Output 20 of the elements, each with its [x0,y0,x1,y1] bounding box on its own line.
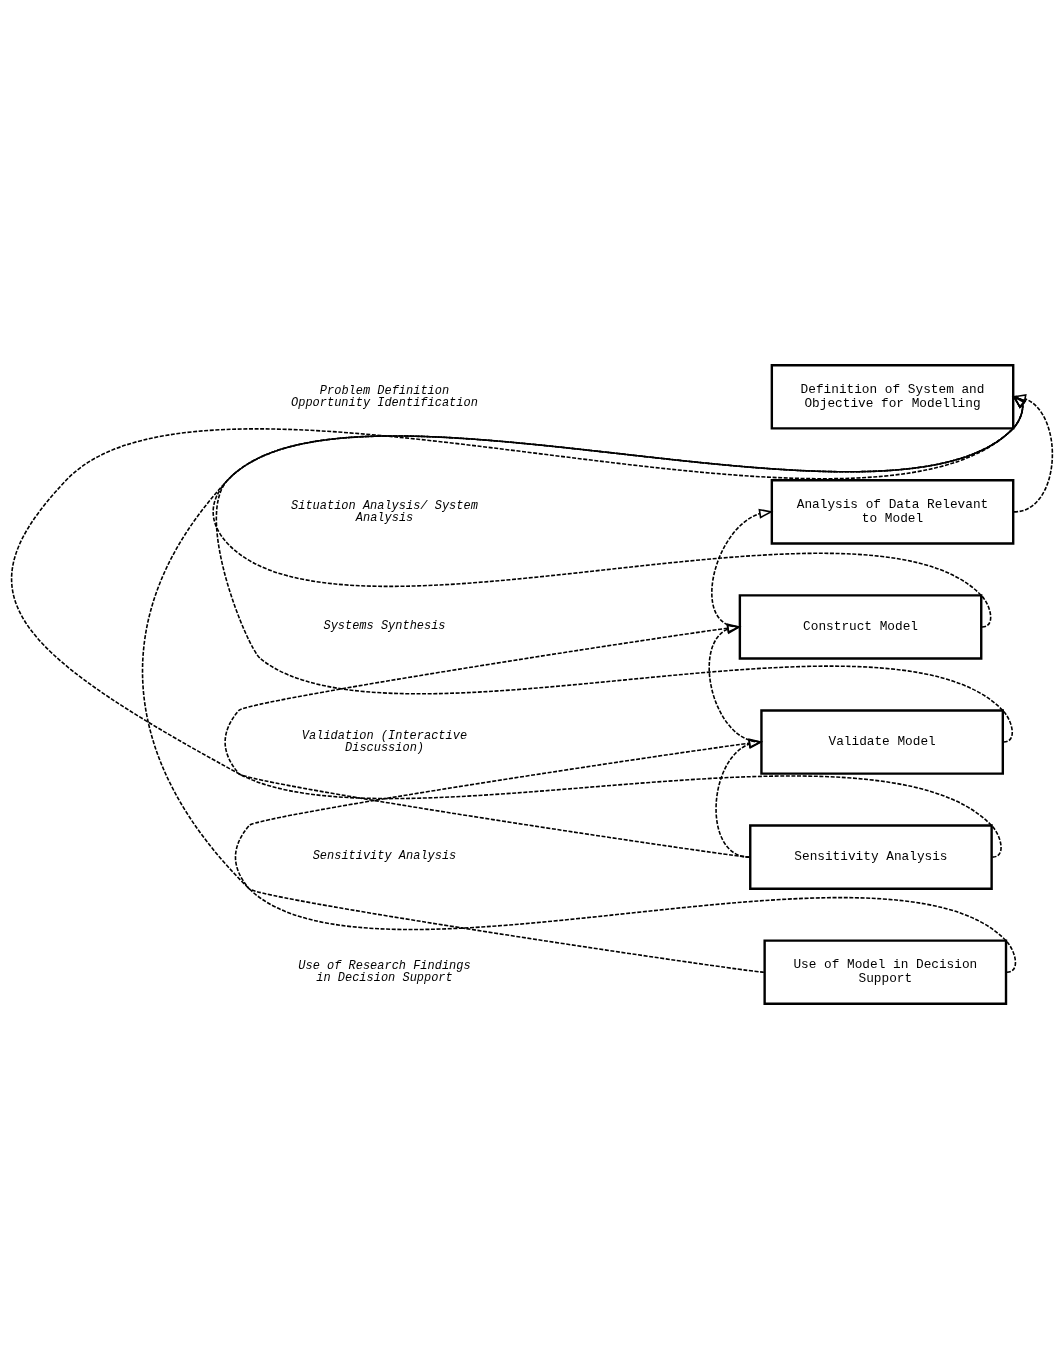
label: Validation (Interactive Discussion) [301,728,468,755]
arrow [142,395,1027,974]
arrow [10,395,1027,858]
arrow [711,508,774,628]
arrow [715,739,764,858]
node-box: Analysis of Data Relevant to Model [770,479,1015,545]
label: Situation Analysis/ System Analysis [291,498,478,525]
label: Systems Synthesis [323,618,446,633]
label: Use of Research Findings in Decision Support [298,959,471,986]
label: Sensitivity Analysis [312,849,457,864]
node-box: Sensitivity Analysis [749,824,993,890]
node-box: Use of Model in Decision Support [763,939,1008,1005]
node-box: Validate Model [760,709,1005,775]
arrow [234,738,765,974]
arrow [1011,393,1053,513]
label: Problem Definition Opportunity Identification [291,383,478,410]
arrow [212,395,1027,628]
arrow [224,623,751,858]
node-box: Construct Model [738,594,983,660]
node-box: Definition of System and Objective for Modelling [770,364,1015,430]
